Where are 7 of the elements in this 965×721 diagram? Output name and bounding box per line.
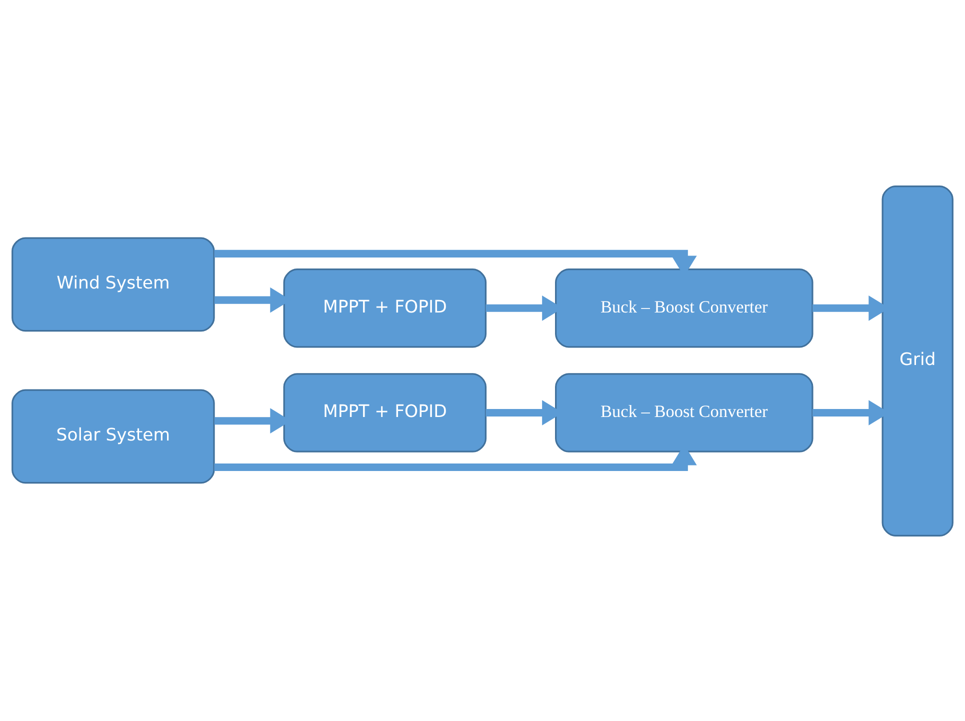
node-box: Wind System <box>12 236 215 332</box>
node-box: Grid <box>882 185 954 536</box>
node-box: Buck – Boost Converter <box>555 372 814 452</box>
node-box: Solar System <box>12 388 215 484</box>
node-box: Buck – Boost Converter <box>555 268 814 348</box>
node-box: MPPT + FOPID <box>283 268 487 348</box>
node-box: MPPT + FOPID <box>283 372 487 452</box>
